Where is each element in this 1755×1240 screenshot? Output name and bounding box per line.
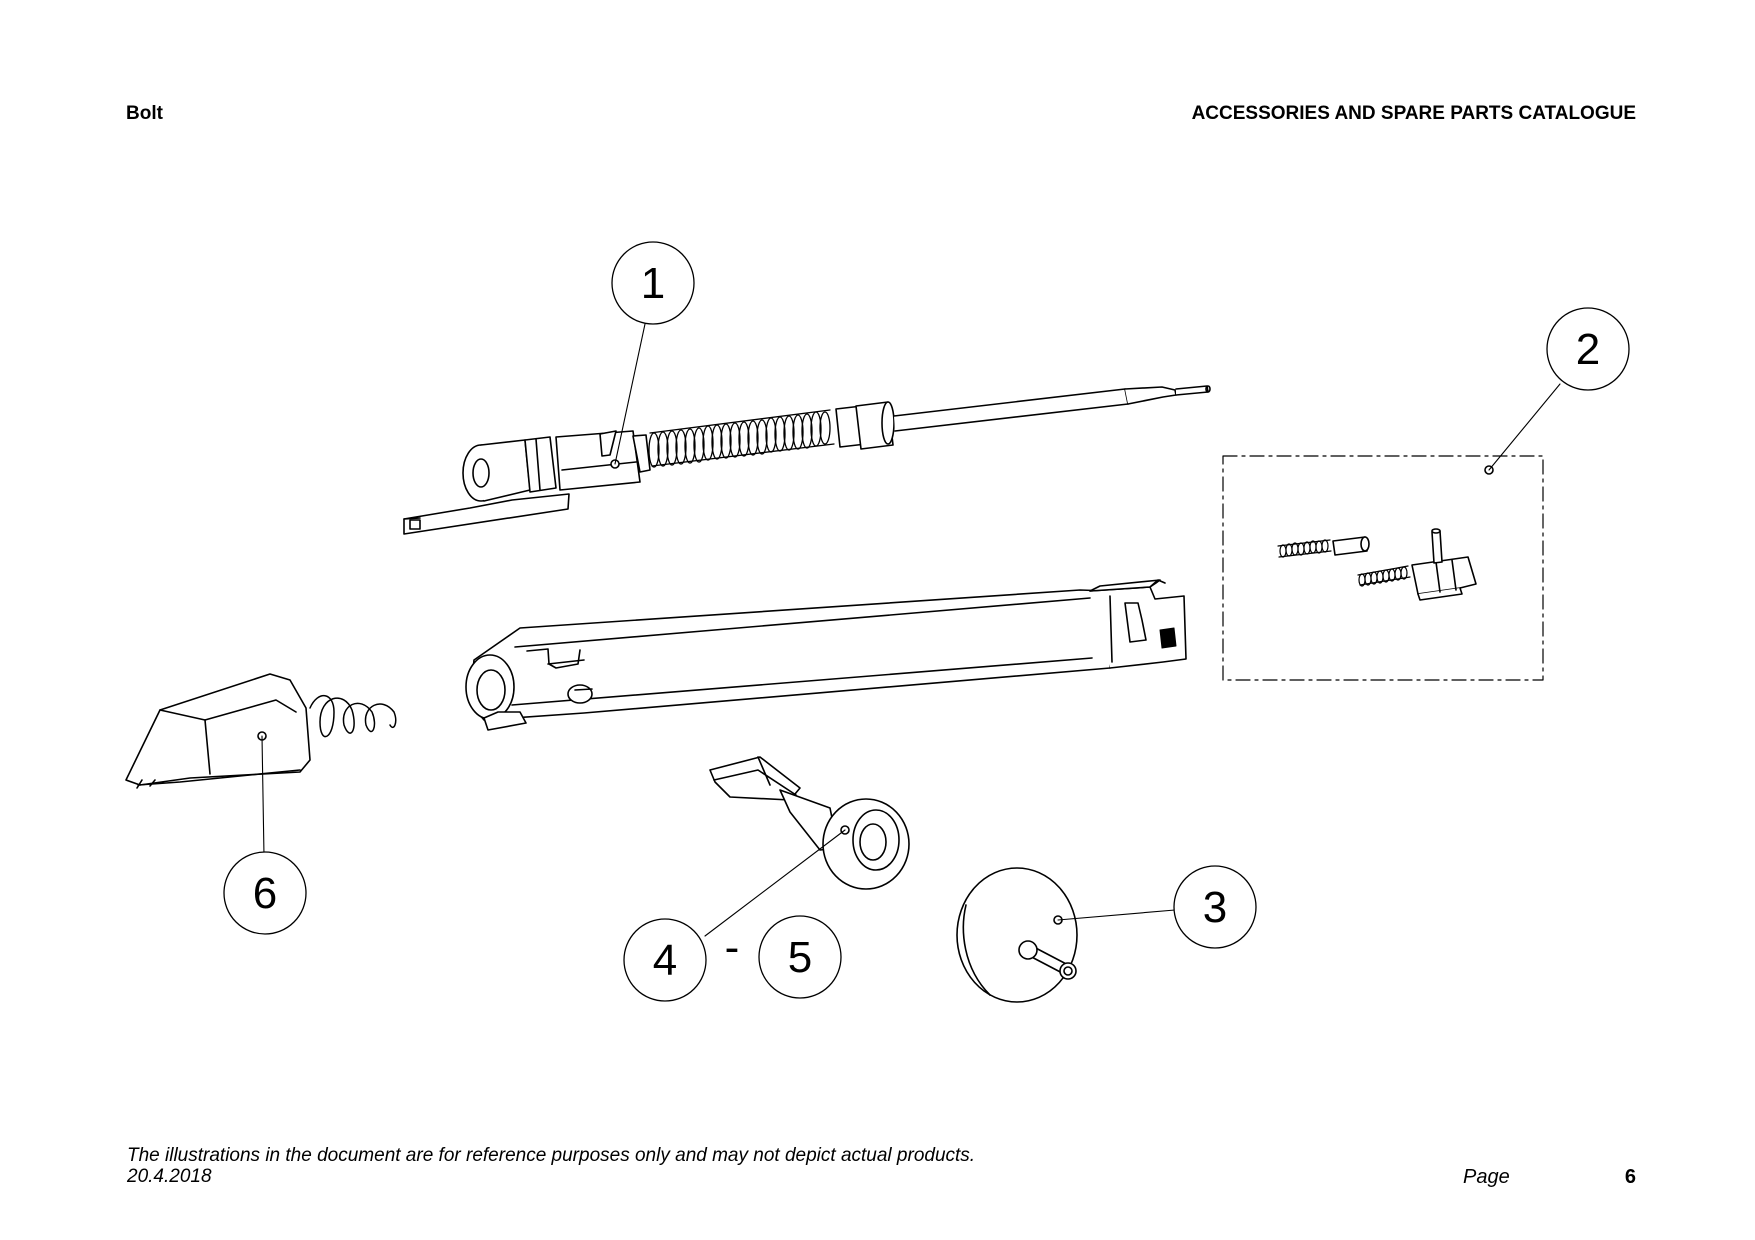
callout-label-6: 6 xyxy=(253,869,277,918)
bolt-body xyxy=(465,579,1187,731)
leader-line-4 xyxy=(704,829,846,937)
bolt-handle-6 xyxy=(125,673,397,789)
callout-label-5: 5 xyxy=(788,933,812,982)
leader-line-6 xyxy=(261,735,265,857)
callout-circle-3 xyxy=(1173,865,1257,949)
page-label: Page xyxy=(1463,1166,1510,1188)
callout-label-1: 1 xyxy=(641,259,665,308)
callouts xyxy=(223,241,1630,1002)
callout-circle-6 xyxy=(223,851,307,935)
firing-pin-spring xyxy=(648,409,835,468)
extractor-4-5 xyxy=(709,756,910,890)
catalogue-title: ACCESSORIES AND SPARE PARTS CATALOGUE xyxy=(1191,103,1636,124)
leader-line-1 xyxy=(614,323,646,465)
footer-date: 20.4.2018 xyxy=(127,1166,212,1187)
small-parts-kit xyxy=(1222,455,1544,681)
callout-label-3: 3 xyxy=(1203,883,1227,932)
leader-lines xyxy=(261,323,1561,937)
section-title: Bolt xyxy=(126,103,163,124)
footer-disclaimer: The illustrations in the document are fo… xyxy=(127,1145,976,1166)
callout-circle-1 xyxy=(611,241,695,325)
cap-part-3 xyxy=(956,867,1078,1003)
callout-range-separator: - xyxy=(725,923,740,972)
callout-circle-2 xyxy=(1546,307,1630,391)
leader-line-3 xyxy=(1057,909,1176,921)
callout-label-2: 2 xyxy=(1576,325,1600,374)
page-number: 6 xyxy=(1624,1166,1636,1188)
callout-circle-4 xyxy=(623,918,707,1002)
callout-circle-5 xyxy=(758,915,842,999)
callout-label-4: 4 xyxy=(653,936,677,985)
firing-pin-assembly xyxy=(403,385,1211,535)
leader-line-2 xyxy=(1488,383,1561,471)
